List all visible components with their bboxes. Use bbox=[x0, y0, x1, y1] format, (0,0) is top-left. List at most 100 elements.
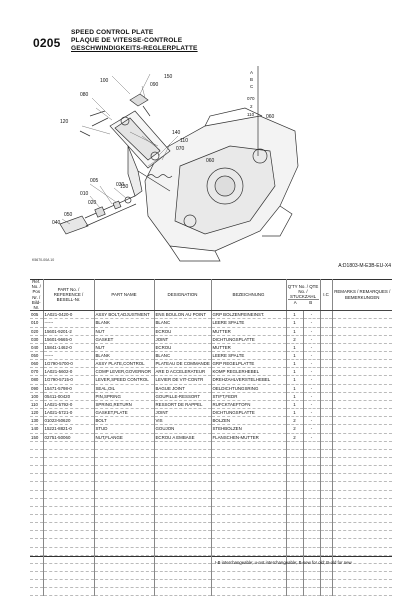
cell-part-number: 01023-50620 bbox=[43, 416, 95, 426]
callout-090: 090 bbox=[150, 82, 159, 88]
cell-remarks bbox=[332, 375, 392, 385]
empty-cell bbox=[332, 457, 392, 467]
cell-qty-b: - bbox=[303, 416, 321, 426]
cell-part-name: SPRING,RETURN bbox=[94, 400, 155, 410]
cell-ref-number: 005 bbox=[30, 310, 44, 320]
empty-cell bbox=[332, 522, 392, 532]
empty-cell bbox=[286, 465, 304, 475]
cell-bezeichnung: MUTTER bbox=[211, 327, 287, 336]
cell-ref-number: 070 bbox=[30, 367, 44, 377]
empty-cell bbox=[94, 547, 155, 556]
empty-cell bbox=[94, 441, 155, 450]
empty-cell bbox=[94, 473, 155, 483]
empty-cell bbox=[154, 449, 212, 459]
empty-cell bbox=[320, 579, 333, 589]
empty-cell bbox=[154, 547, 212, 556]
empty-cell bbox=[320, 473, 333, 483]
cell-bezeichnung: BOLZEN bbox=[211, 416, 287, 426]
cell-qty-b: - bbox=[303, 343, 321, 353]
empty-cell bbox=[154, 530, 212, 540]
cell-qty-b: - bbox=[303, 408, 321, 418]
empty-table-row bbox=[30, 571, 392, 581]
empty-cell bbox=[303, 506, 321, 515]
empty-cell bbox=[30, 514, 44, 524]
cell-qty-a: 1 bbox=[286, 351, 304, 361]
cell-remarks bbox=[332, 384, 392, 393]
empty-cell bbox=[320, 563, 333, 572]
empty-cell bbox=[94, 555, 155, 564]
empty-cell bbox=[303, 465, 321, 475]
cell-qty-a: 1 bbox=[286, 384, 304, 393]
cell-bezeichnung: MUTTER bbox=[211, 343, 287, 353]
empty-table-row bbox=[30, 538, 392, 548]
empty-table-row bbox=[30, 530, 392, 540]
empty-table-row bbox=[30, 457, 392, 467]
callout-130: 130 bbox=[120, 184, 129, 190]
cell-qty-b: - bbox=[303, 318, 321, 328]
empty-cell bbox=[332, 490, 392, 499]
section-number: 0205 bbox=[33, 36, 61, 50]
empty-cell bbox=[154, 571, 212, 581]
cell-part-number: 05411-00420 bbox=[43, 392, 95, 401]
empty-cell bbox=[154, 522, 212, 532]
empty-cell bbox=[30, 547, 44, 556]
cell-part-number: 1A021-5792-0 bbox=[43, 400, 95, 410]
cell-qty-a: 1 bbox=[286, 400, 304, 410]
empty-cell bbox=[154, 563, 212, 572]
cell-designation: JOINT bbox=[154, 335, 212, 344]
empty-cell bbox=[94, 571, 155, 581]
empty-cell bbox=[332, 538, 392, 548]
empty-cell bbox=[211, 522, 287, 532]
empty-table-row bbox=[30, 498, 392, 507]
empty-cell bbox=[43, 514, 95, 524]
cell-ic bbox=[320, 359, 333, 369]
empty-cell bbox=[43, 490, 95, 499]
cell-part-number: ------ bbox=[43, 318, 95, 328]
cell-designation: ECROU bbox=[154, 343, 212, 353]
empty-table-row bbox=[30, 473, 392, 483]
empty-cell bbox=[211, 571, 287, 581]
cell-remarks bbox=[332, 335, 392, 344]
empty-cell bbox=[43, 441, 95, 450]
empty-cell bbox=[211, 465, 287, 475]
cell-designation: BAGUE JOINT bbox=[154, 384, 212, 393]
cell-designation: ENS BOULON AU POINT bbox=[154, 310, 212, 320]
callout-150: 150 bbox=[164, 74, 173, 80]
cell-part-name: PIN,SPRING bbox=[94, 392, 155, 401]
cell-ic bbox=[320, 318, 333, 328]
empty-table-row bbox=[30, 587, 392, 596]
empty-cell bbox=[303, 449, 321, 459]
empty-cell bbox=[94, 587, 155, 596]
cell-bezeichnung: LEERE SPALTE bbox=[211, 318, 287, 328]
empty-cell bbox=[43, 555, 95, 564]
empty-cell bbox=[94, 490, 155, 499]
cell-part-number: 1G790-5715-0 bbox=[43, 375, 95, 385]
cell-designation: BLANC bbox=[154, 351, 212, 361]
empty-cell bbox=[211, 481, 287, 491]
empty-cell bbox=[154, 473, 212, 483]
empty-cell bbox=[211, 490, 287, 499]
cell-remarks bbox=[332, 359, 392, 369]
cell-qty-a: 2 bbox=[286, 424, 304, 434]
cell-qty-b: - bbox=[303, 375, 321, 385]
cell-qty-b: - bbox=[303, 335, 321, 344]
cell-ref-number: 010 bbox=[30, 318, 44, 328]
empty-cell bbox=[94, 538, 155, 548]
empty-cell bbox=[332, 441, 392, 450]
empty-cell bbox=[303, 538, 321, 548]
empty-cell bbox=[94, 481, 155, 491]
empty-cell bbox=[303, 473, 321, 483]
empty-cell bbox=[43, 465, 95, 475]
cell-qty-a: 1 bbox=[286, 375, 304, 385]
cell-qty-a: 1 bbox=[286, 318, 304, 328]
callout-050: 050 bbox=[64, 212, 73, 218]
empty-cell bbox=[30, 530, 44, 540]
cell-part-name: NUT bbox=[94, 343, 155, 353]
cell-bezeichnung: OELDICHTUNGSRING bbox=[211, 384, 287, 393]
empty-cell bbox=[286, 522, 304, 532]
callout-020: 020 bbox=[88, 200, 97, 206]
